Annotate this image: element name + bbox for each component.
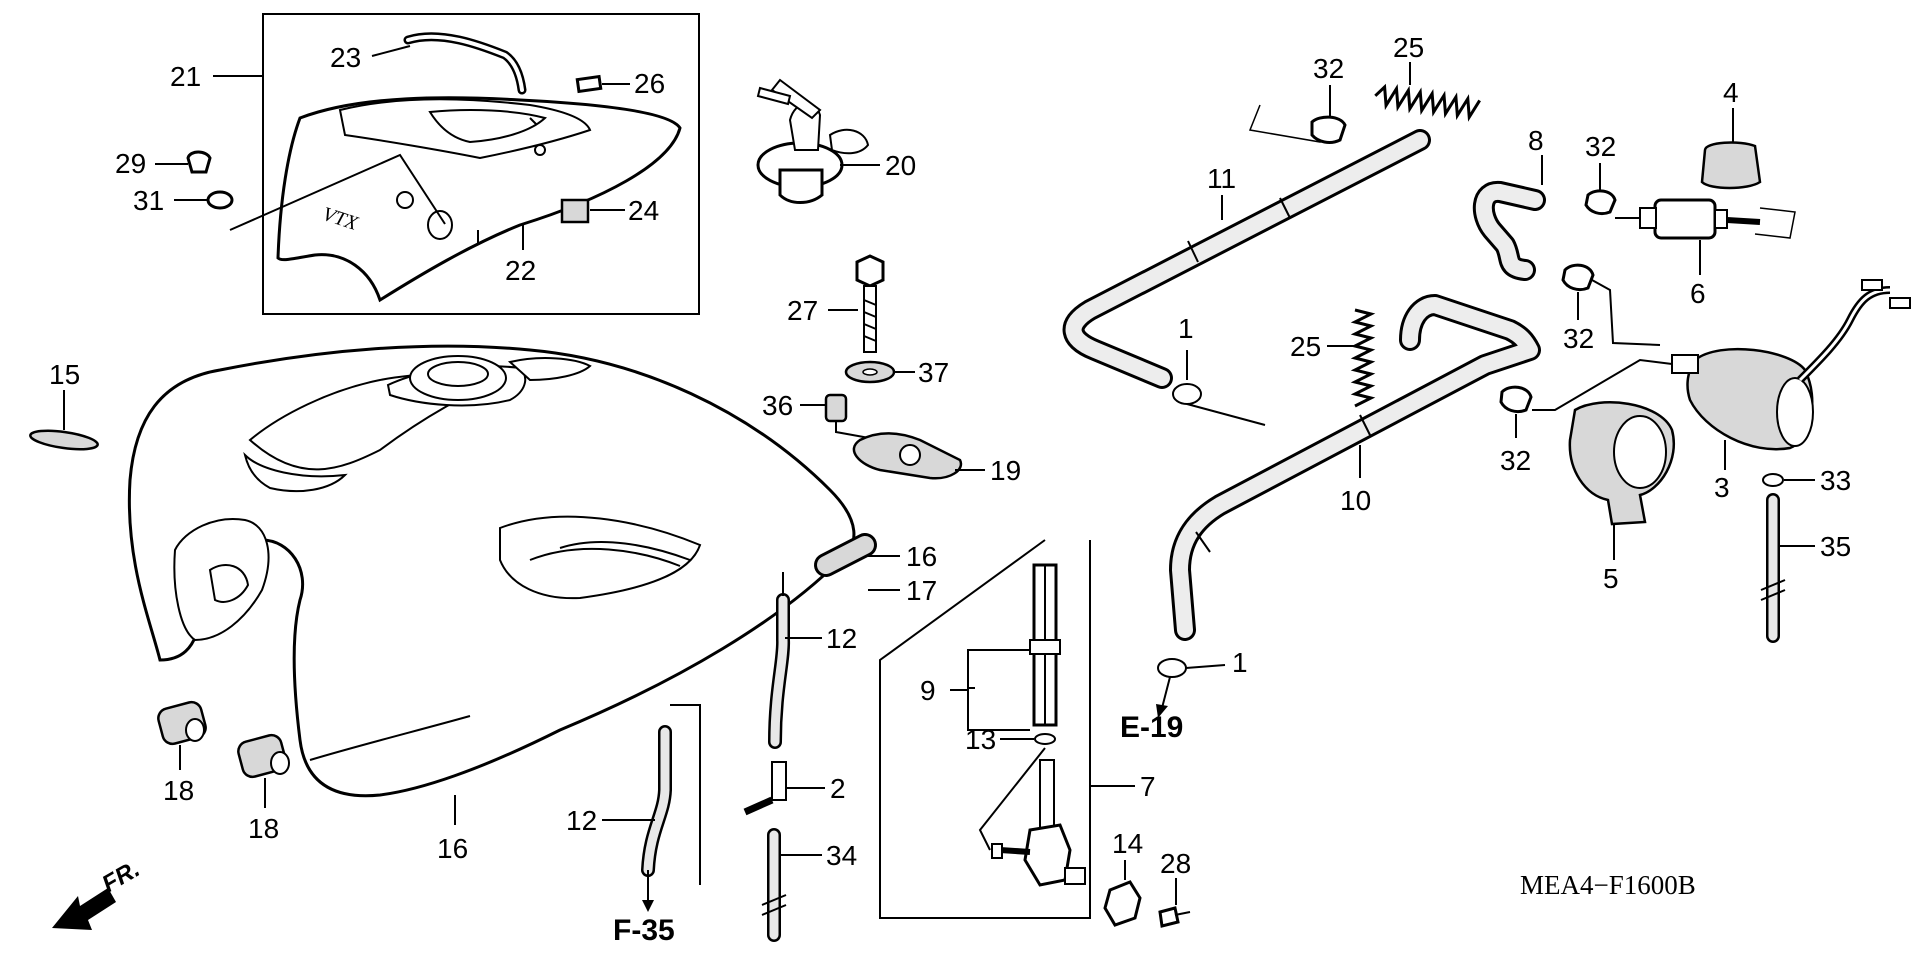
diagram-code: MEA4−F1600B xyxy=(1520,870,1696,900)
callout-4: 4 xyxy=(1723,77,1739,108)
cover-group-box xyxy=(213,13,700,315)
callout-11: 11 xyxy=(1207,163,1236,194)
part-32-clamp-1 xyxy=(1248,85,1347,144)
part-1-clip-lower xyxy=(1156,658,1226,718)
part-10-fuel-hose xyxy=(1169,294,1541,641)
part-18-rubber-mount-2 xyxy=(237,733,290,808)
callout-34: 34 xyxy=(826,840,857,871)
part-9-fuel-strainer xyxy=(950,563,1061,731)
callout-12-right: 12 xyxy=(826,623,857,654)
callout-32-upper: 32 xyxy=(1313,53,1344,84)
part-25-spring-lower xyxy=(1327,308,1376,408)
part-6-fuel-filter xyxy=(1615,198,1796,275)
callout-13: 13 xyxy=(965,724,996,755)
callout-1-lower: 1 xyxy=(1232,647,1248,678)
callout-2: 2 xyxy=(830,773,846,804)
front-direction-arrow: FR. xyxy=(52,855,144,930)
part-27-bolt xyxy=(828,254,885,353)
callout-15: 15 xyxy=(49,359,80,390)
part-22-tank-cover: VTX xyxy=(276,96,682,303)
part-12-overflow-hose xyxy=(602,704,701,912)
callout-7: 7 xyxy=(1140,771,1156,802)
part-31-washer xyxy=(174,153,446,231)
part-34-drain-hose xyxy=(761,828,822,942)
callout-25-upper: 25 xyxy=(1393,32,1424,63)
callout-17: 17 xyxy=(906,575,937,606)
callout-32-filter: 32 xyxy=(1585,131,1616,162)
part-35-drain-tube xyxy=(1760,493,1815,643)
callout-32-lower: 32 xyxy=(1500,445,1531,476)
part-29-bolt xyxy=(155,150,212,174)
part-19-mounting-plate xyxy=(852,432,985,480)
fuel-valve-group-box xyxy=(879,539,1135,919)
part-15-emblem-pad xyxy=(29,429,99,451)
callout-10: 10 xyxy=(1340,485,1371,516)
part-16-fuel-tank xyxy=(127,344,856,798)
part-7-fuel-valve xyxy=(991,759,1086,887)
callout-18-right: 18 xyxy=(248,813,279,844)
part-23-cover-trim xyxy=(403,32,527,95)
callout-21: 21 xyxy=(170,61,201,92)
callout-23: 23 xyxy=(330,42,361,73)
part-4-filter-holder xyxy=(1700,108,1762,190)
callout-29: 29 xyxy=(115,148,146,179)
part-18-rubber-mount-1 xyxy=(157,700,207,770)
callout-37: 37 xyxy=(918,357,949,388)
part-13-o-ring xyxy=(978,733,1056,851)
callout-33: 33 xyxy=(1820,465,1851,496)
part-32-clamp-3 xyxy=(1561,263,1661,346)
part-26-small-pad xyxy=(575,74,603,94)
part-37-washer xyxy=(844,360,915,384)
callout-9: 9 xyxy=(920,675,936,706)
callout-16-hose: 16 xyxy=(906,541,937,572)
part-5-pump-holder xyxy=(1568,401,1675,560)
callout-25-lower: 25 xyxy=(1290,331,1321,362)
part-17-hose-piece xyxy=(814,533,900,591)
callout-16-tank: 16 xyxy=(437,833,468,864)
callout-20: 20 xyxy=(885,150,916,181)
part-20-fuel-cap xyxy=(756,78,880,204)
part-1-clip-upper xyxy=(1172,350,1266,426)
callout-18-left: 18 xyxy=(163,775,194,806)
callout-6: 6 xyxy=(1690,278,1706,309)
part-33-clip xyxy=(1762,473,1815,487)
callout-28: 28 xyxy=(1160,848,1191,879)
reference-f35: F-35 xyxy=(613,914,675,947)
part-28-screw xyxy=(1158,878,1191,928)
part-32-clamp-4 xyxy=(1499,358,1681,438)
part-11-breather-tube xyxy=(1062,129,1431,389)
callout-36: 36 xyxy=(762,390,793,421)
callout-1-upper: 1 xyxy=(1178,313,1194,344)
part-24-rubber-cushion xyxy=(560,198,625,224)
callout-27: 27 xyxy=(787,295,818,326)
callout-8: 8 xyxy=(1528,125,1544,156)
callout-32-mid: 32 xyxy=(1563,323,1594,354)
callout-35: 35 xyxy=(1820,531,1851,562)
callout-12-left: 12 xyxy=(566,805,597,836)
part-14-valve-knob xyxy=(1103,860,1142,927)
callout-14: 14 xyxy=(1112,828,1143,859)
part-32-clamp-2 xyxy=(1584,163,1617,216)
callout-3: 3 xyxy=(1714,472,1730,503)
reference-e19: E-19 xyxy=(1120,711,1183,744)
part-12-breather-hose xyxy=(768,572,822,749)
part-2-t-joint xyxy=(743,761,825,816)
part-3-fuel-pump xyxy=(1671,279,1911,470)
part-25-spring-upper xyxy=(1374,62,1481,122)
callout-31: 31 xyxy=(133,185,164,216)
part-8-fuel-hose xyxy=(1472,155,1546,281)
part-36-collar xyxy=(800,393,909,458)
callout-22: 22 xyxy=(505,255,536,286)
callout-26: 26 xyxy=(634,68,665,99)
callout-5: 5 xyxy=(1603,563,1619,594)
callout-19: 19 xyxy=(990,455,1021,486)
callout-24: 24 xyxy=(628,195,659,226)
